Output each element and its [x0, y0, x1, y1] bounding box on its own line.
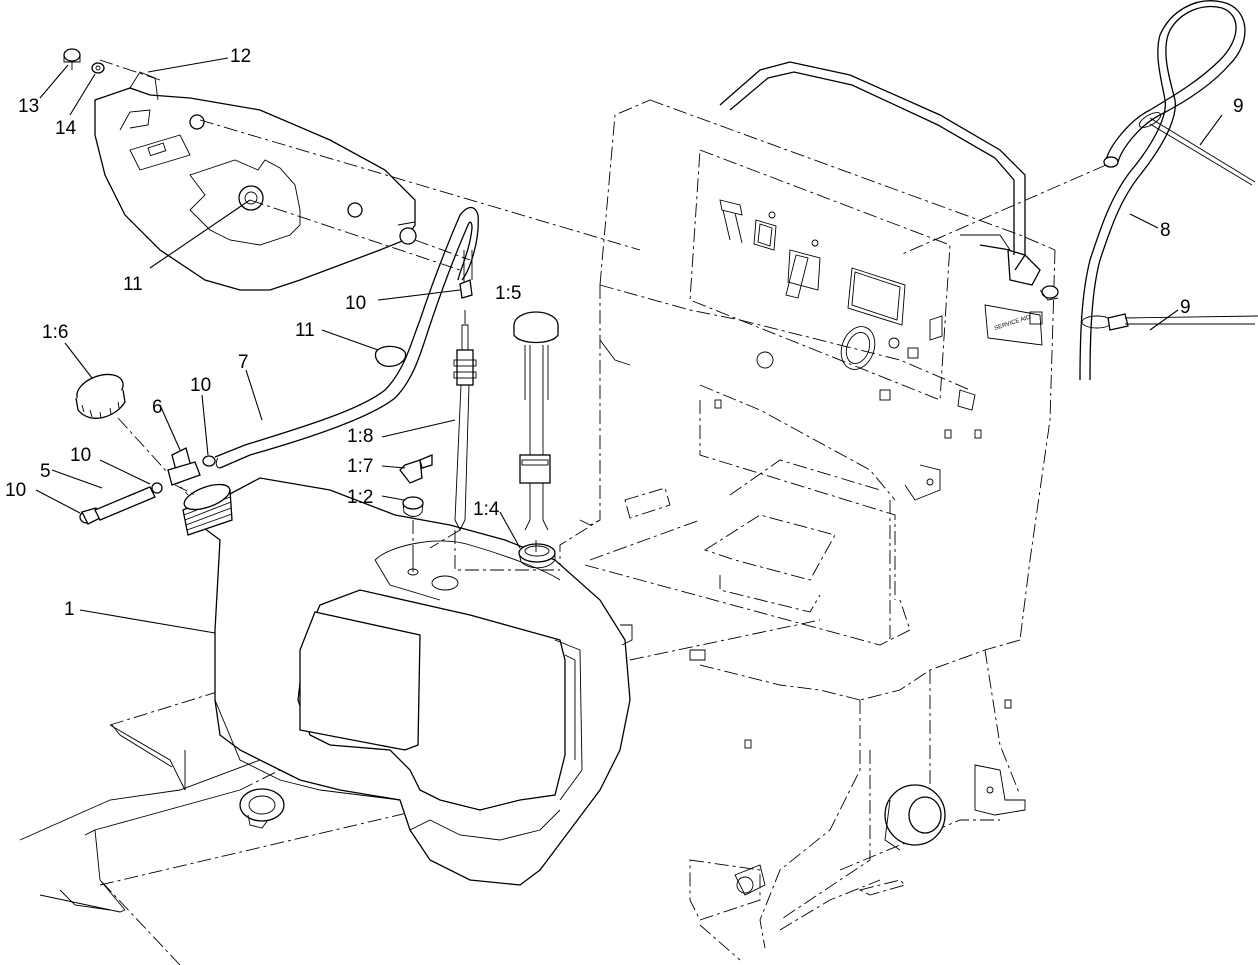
callout-9-lower: 9 [1180, 297, 1191, 318]
callout-6: 6 [152, 397, 163, 418]
fuel-hose-7 [214, 206, 479, 469]
drain-fitting [239, 788, 285, 829]
fuel-line-5 [94, 486, 156, 521]
callout-7: 7 [238, 352, 249, 373]
callout-10-tube-clamp: 10 [345, 293, 366, 314]
callout-11-grommet: 11 [295, 320, 315, 341]
callout-1-6: 1:6 [42, 322, 68, 343]
callout-8: 8 [1160, 220, 1171, 241]
cable-tie-lower [1081, 313, 1258, 331]
callout-labels: 12 13 14 11 10 1:5 11 1:6 7 6 10 10 5 10… [5, 46, 1244, 620]
callout-1-7: 1:7 [347, 456, 373, 477]
callout-10-line: 10 [70, 445, 91, 466]
sender-grommet [518, 543, 556, 569]
bolt-13 [63, 48, 81, 70]
leader-lines [35, 57, 1223, 634]
shutoff-valve [167, 447, 201, 496]
tank-grommet [402, 496, 424, 560]
cable-tie-upper [1138, 112, 1256, 186]
elbow-fitting [399, 454, 433, 484]
seat-frame: SERVICE AID [559, 61, 1059, 961]
callout-1-4: 1:4 [473, 499, 500, 520]
callout-1-8: 1:8 [347, 426, 373, 447]
callout-9-upper: 9 [1233, 96, 1244, 117]
service-aid-decal-text: SERVICE AID [994, 314, 1032, 332]
fuel-tank [182, 477, 633, 886]
callout-10-valve: 10 [190, 375, 211, 396]
washer-14 [91, 62, 105, 74]
callout-11-cover: 11 [123, 274, 143, 295]
callout-5: 5 [40, 461, 51, 482]
callout-1: 1 [64, 599, 75, 620]
cover-plate [94, 59, 641, 291]
callout-1-2: 1:2 [347, 487, 373, 508]
callout-10-end: 10 [5, 480, 26, 501]
callout-14: 14 [55, 118, 77, 139]
callout-1-5: 1:5 [495, 283, 521, 304]
vent-hose-8 [899, 0, 1246, 381]
fuel-sender [513, 311, 559, 552]
pickup-tube [429, 310, 560, 571]
callout-13: 13 [18, 96, 39, 117]
callout-12: 12 [230, 46, 251, 67]
